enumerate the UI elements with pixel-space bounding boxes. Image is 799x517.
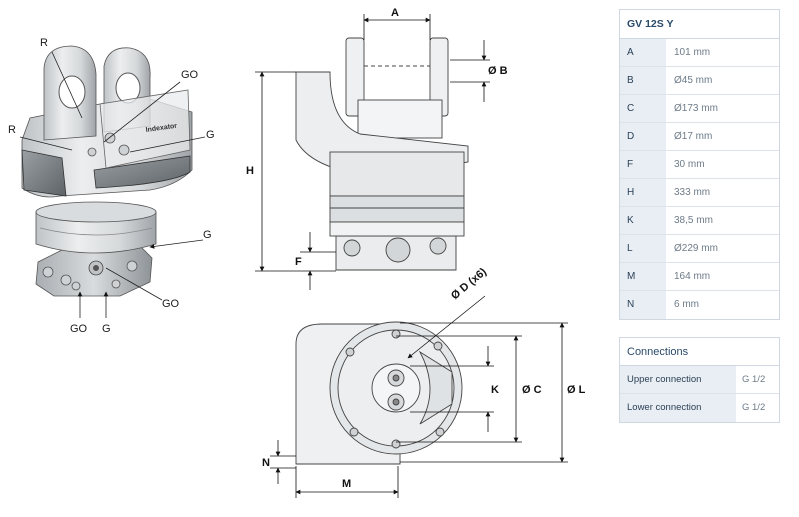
dim-b-label: Ø B (488, 65, 508, 77)
spec-value: 101 mm (674, 47, 711, 58)
spec-row-k: K 38,5 mm (620, 207, 779, 235)
connection-row-lower: Lower connection G 1/2 (620, 394, 779, 422)
connection-value: G 1/2 (742, 402, 766, 413)
spec-value: 333 mm (674, 187, 711, 198)
connection-row-upper: Upper connection G 1/2 (620, 366, 779, 394)
spec-key: F (620, 151, 666, 178)
spec-row-d: D Ø17 mm (620, 123, 779, 151)
spec-row-h: H 333 mm (620, 179, 779, 207)
spec-value: 38,5 mm (674, 215, 713, 226)
dim-l-label: Ø L (567, 384, 586, 396)
connections-title: Connections (620, 338, 779, 366)
dim-f-label: F (295, 256, 302, 268)
connection-value: G 1/2 (742, 374, 766, 385)
spec-value: Ø229 mm (674, 243, 718, 254)
label-r-top: R (40, 37, 48, 49)
spec-row-c: C Ø173 mm (620, 95, 779, 123)
spec-key: D (620, 123, 666, 150)
spec-key: C (620, 95, 666, 122)
brand-logo-text: Indexator (145, 123, 177, 134)
top-view (295, 321, 463, 465)
technical-drawing: Indexator (8, 7, 586, 498)
dim-a-label: A (391, 7, 399, 19)
side-view-dimensions (255, 14, 490, 290)
dim-c-label: Ø C (522, 384, 542, 396)
label-go-bottom-right: GO (162, 298, 180, 310)
spec-key: H (620, 179, 666, 206)
spec-key: L (620, 235, 666, 262)
label-go-top: GO (181, 69, 199, 81)
spec-value: Ø173 mm (674, 103, 718, 114)
label-g-mid: G (203, 229, 212, 241)
spec-table-title: GV 12S Y (620, 10, 779, 39)
spec-table: GV 12S Y A 101 mm B Ø45 mm C Ø173 mm D Ø17 m… (619, 9, 780, 320)
spec-row-b: B Ø45 mm (620, 67, 779, 95)
dim-k-label: K (491, 384, 499, 396)
spec-value: Ø45 mm (674, 75, 713, 86)
isometric-view: Indexator (19, 45, 206, 318)
spec-row-f: F 30 mm (620, 151, 779, 179)
top-view-dimensions (270, 295, 568, 498)
spec-row-a: A 101 mm (620, 39, 779, 67)
dim-n-label: N (262, 457, 270, 469)
spec-value: 164 mm (674, 271, 711, 282)
spec-key: M (620, 263, 666, 290)
spec-row-l: L Ø229 mm (620, 235, 779, 263)
spec-key: B (620, 67, 666, 94)
connection-key: Lower connection (620, 394, 736, 422)
spec-key: A (620, 39, 666, 66)
dim-m-label: M (342, 478, 352, 490)
spec-row-m: M 164 mm (620, 263, 779, 291)
label-g-bottom: G (102, 323, 111, 335)
spec-key: K (620, 207, 666, 234)
spec-key: N (620, 291, 666, 319)
connections-table: Connections Upper connection G 1/2 Lower … (619, 337, 780, 423)
side-view (295, 37, 469, 271)
label-r-left: R (8, 124, 16, 136)
connection-key: Upper connection (620, 366, 736, 393)
spec-value: Ø17 mm (674, 131, 713, 142)
spec-value: 6 mm (674, 299, 699, 310)
drawing-svg: Indexator (19, 14, 568, 498)
label-g-right: G (206, 129, 215, 141)
dim-h-label: H (246, 165, 254, 177)
spec-row-n: N 6 mm (620, 291, 779, 319)
spec-value: 30 mm (674, 159, 705, 170)
label-go-bottom: GO (70, 323, 88, 335)
